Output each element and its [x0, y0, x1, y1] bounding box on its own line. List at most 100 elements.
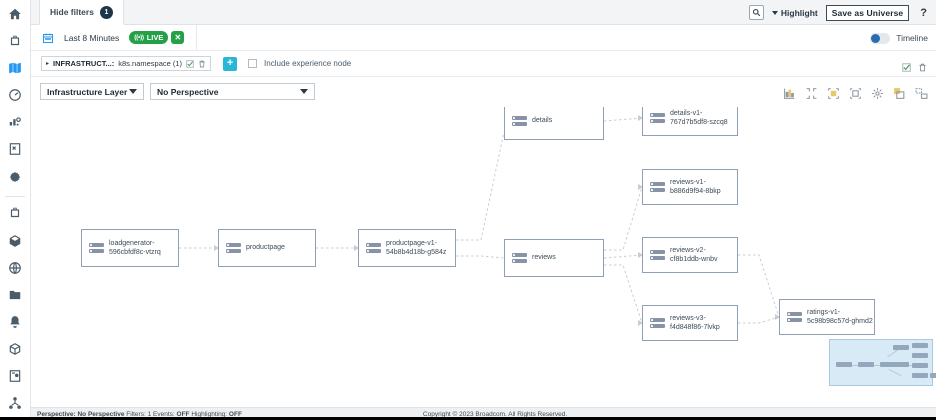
calendar-icon[interactable] — [42, 32, 54, 44]
server-icon — [650, 181, 665, 194]
sidebar-item-folders[interactable] — [4, 285, 26, 305]
highlight-label: Highlight — [780, 7, 818, 18]
sidebar-item-dashboards[interactable] — [4, 85, 26, 105]
graph-node-reviews[interactable]: reviews — [504, 239, 604, 277]
time-range-label[interactable]: Last 8 Minutes — [64, 32, 120, 43]
left-navigation-rail — [0, 0, 31, 420]
graph-node-label: details-v1-767d7b5df8-szcq8 — [670, 109, 728, 126]
layer-select-value: Infrastructure Layer — [47, 86, 128, 97]
add-filter-button[interactable]: + — [223, 56, 238, 71]
graph-minimap[interactable] — [829, 339, 936, 386]
sidebar-item-policies[interactable] — [4, 366, 26, 386]
search-button[interactable] — [748, 5, 764, 20]
footer-perspective-value: No Perspective — [77, 410, 125, 418]
graph-node-label: reviews-v2-cf8b1ddb-wnbv — [670, 246, 718, 263]
sidebar-item-settings[interactable] — [4, 166, 26, 186]
filter-chip-infrastructure[interactable]: ▸ INFRASTRUCT...: k8s.namespace (1) — [41, 56, 212, 71]
layer-select[interactable]: Infrastructure Layer — [40, 83, 144, 100]
minimap-edge — [840, 365, 916, 366]
rail-divider — [5, 195, 25, 197]
sidebar-item-analytics[interactable] — [4, 112, 26, 132]
time-row-divider — [196, 24, 198, 51]
collapse-icon[interactable] — [804, 86, 818, 100]
filter-chip-key: INFRASTRUCT...: — [53, 59, 115, 68]
link-view-icon[interactable] — [914, 86, 928, 100]
include-experience-node-checkbox[interactable] — [248, 59, 258, 68]
sidebar-item-packages[interactable] — [4, 231, 26, 251]
topology-canvas[interactable]: loadgenerator-596cbfdf8c-vtzrq productpag… — [31, 107, 936, 407]
sidebar-item-home[interactable] — [4, 4, 26, 24]
graph-node-productpage[interactable]: productpage — [218, 229, 316, 267]
sidebar-item-experience[interactable] — [4, 31, 26, 51]
graph-node-label: productpage — [246, 244, 285, 252]
footer-events-key: Events: — [153, 410, 175, 418]
sidebar-item-inventory[interactable] — [4, 203, 26, 223]
graph-node-reviews-v3[interactable]: reviews-v3-f4d848f86-7lvkp — [642, 305, 738, 341]
chart-legend-icon[interactable] — [782, 86, 796, 100]
minimap-node — [858, 362, 874, 367]
filters-count-badge: 1 — [99, 5, 113, 19]
graph-node-label: reviews — [532, 254, 556, 262]
highlight-dropdown[interactable]: Highlight — [771, 7, 818, 18]
save-as-universe-button[interactable]: Save as Universe — [825, 4, 910, 21]
timeline-toggle[interactable] — [870, 32, 891, 44]
footer-events-value: OFF — [176, 410, 190, 418]
server-icon — [512, 252, 527, 265]
help-icon[interactable]: ? — [920, 6, 927, 19]
chevron-right-icon: ▸ — [46, 61, 50, 67]
fit-to-screen-icon[interactable] — [848, 86, 862, 100]
server-icon — [650, 112, 665, 125]
graph-node-reviews-v2[interactable]: reviews-v2-cf8b1ddb-wnbv — [642, 237, 738, 273]
sidebar-item-topology[interactable] — [4, 393, 26, 413]
perspective-select-value: No Perspective — [157, 86, 219, 97]
live-label: LIVE — [146, 33, 164, 42]
toggle-knob — [871, 33, 881, 43]
checkbox-checked-icon[interactable] — [186, 59, 194, 68]
graph-node-ratings-v1[interactable]: ratings-v1-5c98b98c57d-ghmd2 — [779, 299, 875, 335]
trash-icon[interactable] — [918, 59, 927, 72]
minimap-node — [893, 362, 909, 367]
graph-node-details-v1[interactable]: details-v1-767d7b5df8-szcq8 — [642, 107, 738, 136]
footer-filters-key: Filters: — [126, 410, 146, 418]
graph-node-reviews-v1[interactable]: reviews-v1-b886d9f94-8bkp — [642, 169, 738, 205]
sidebar-item-network[interactable] — [4, 258, 26, 278]
expand-selection-icon[interactable] — [826, 86, 840, 100]
minimap-node — [912, 353, 928, 358]
minimap-node — [912, 363, 928, 368]
graph-node-label: loadgenerator-596cbfdf8c-vtzrq — [109, 239, 161, 256]
hide-filters-tab[interactable]: Hide filters 1 — [39, 0, 124, 25]
chevron-down-icon — [300, 89, 308, 94]
bottom-black-bar — [0, 417, 936, 420]
footer-copyright: Copyright © 2023 Broadcom. All Rights Re… — [422, 410, 568, 418]
search-icon — [752, 8, 761, 17]
graph-node-details[interactable]: details — [504, 107, 604, 140]
sidebar-item-reports[interactable] — [4, 139, 26, 159]
server-icon — [650, 317, 665, 330]
graph-node-label: reviews-v1-b886d9f94-8bkp — [670, 178, 721, 195]
graph-node-productpage-v1[interactable]: productpage-v1-54b8b4d18b-g584z — [358, 229, 456, 267]
perspective-select[interactable]: No Perspective — [150, 83, 315, 100]
live-close-button[interactable]: ✕ — [171, 31, 185, 44]
group-icon[interactable] — [892, 86, 906, 100]
sidebar-item-containers[interactable] — [4, 339, 26, 359]
minimap-node — [893, 345, 909, 350]
footer-filters-value: 1 — [147, 410, 152, 418]
checkbox-checked-icon[interactable] — [902, 59, 911, 72]
graph-node-loadgenerator[interactable]: loadgenerator-596cbfdf8c-vtzrq — [81, 229, 179, 267]
graph-node-label: reviews-v3-f4d848f86-7lvkp — [670, 314, 720, 331]
timeline-toggle-group: Timeline — [870, 25, 928, 51]
top-bar-actions: Highlight Save as Universe ? — [748, 0, 930, 25]
sidebar-item-alarms[interactable] — [4, 312, 26, 332]
graph-toolbar — [782, 86, 928, 100]
live-indicator[interactable]: ((•)) LIVE — [129, 31, 169, 44]
trash-icon[interactable] — [198, 60, 206, 68]
footer-perspective-key: Perspective: — [37, 410, 76, 418]
filter-row: ▸ INFRASTRUCT...: k8s.namespace (1) + In… — [31, 51, 936, 77]
server-icon — [89, 242, 104, 255]
sidebar-item-maps[interactable] — [4, 58, 26, 78]
server-icon — [787, 311, 802, 324]
minimap-node — [880, 362, 896, 367]
edge-layer — [179, 115, 780, 326]
layout-icon[interactable] — [870, 86, 884, 100]
graph-node-label: ratings-v1-5c98b98c57d-ghmd2 — [807, 308, 873, 325]
